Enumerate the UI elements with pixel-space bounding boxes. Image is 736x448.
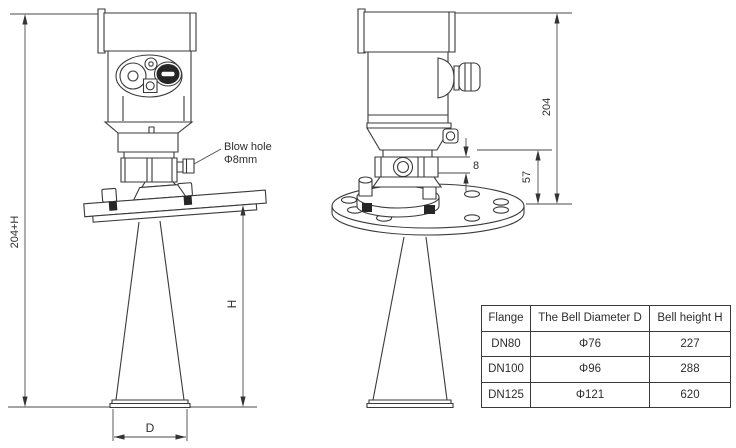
front-housing-cap <box>98 9 196 53</box>
dim-total-height-label: 204+H <box>9 216 21 249</box>
blow-hole-nozzle <box>177 162 183 172</box>
front-horn-antenna <box>110 221 190 408</box>
spec-header-bell-height: Bell height H <box>649 305 731 332</box>
front-housing-body <box>108 51 191 122</box>
dim-bell-height: H <box>225 205 246 407</box>
dim-flange-to-neck: 57 <box>477 150 572 204</box>
dim-total-height: 204+H <box>8 14 257 407</box>
dim-bell-height-label: H <box>225 300 239 309</box>
front-neck <box>105 122 194 182</box>
blow-hole-annotation: Blow hole Φ8mm <box>194 141 272 166</box>
spec-cell: 227 <box>649 330 731 357</box>
spec-header-flange: Flange <box>481 305 531 332</box>
spec-cell: Φ96 <box>530 356 650 383</box>
dim-housing-height: 204 <box>455 13 572 204</box>
cable-entry-boss <box>438 58 454 98</box>
spec-table-row-dn80: DN80 Φ76 227 <box>481 330 731 357</box>
blow-hole-annotation-line2: Φ8mm <box>224 154 257 166</box>
spec-table-row-dn100: DN100 Φ96 288 <box>481 356 731 383</box>
spec-cell: DN80 <box>481 330 531 357</box>
spec-cell: Φ76 <box>530 330 650 357</box>
cable-gland-icon <box>459 63 480 91</box>
spec-cell: DN100 <box>481 356 531 383</box>
dim-bell-diameter-label: D <box>146 421 155 435</box>
spec-table: Flange The Bell Diameter D Bell height H… <box>481 305 731 408</box>
blow-hole-annotation-line1: Blow hole <box>224 141 272 153</box>
spec-cell: 288 <box>649 356 731 383</box>
dim-blow-hole-gap: 8 <box>438 138 479 192</box>
spec-header-bell-diameter: The Bell Diameter D <box>530 305 650 332</box>
side-flange <box>332 177 524 235</box>
spec-cell: Φ121 <box>530 381 650 408</box>
side-horn-antenna <box>367 237 453 408</box>
dim-bell-diameter: D <box>113 409 187 441</box>
dim-flange-to-neck-label: 57 <box>521 171 533 183</box>
dim-housing-height-label: 204 <box>541 98 553 116</box>
front-flange-tilted <box>82 170 266 223</box>
spec-table-header-row: Flange The Bell Diameter D Bell height H <box>481 305 731 332</box>
front-view: 204+H <box>8 9 272 441</box>
spec-cell: 620 <box>649 381 731 408</box>
spec-cell: DN125 <box>481 381 531 408</box>
side-housing-cap <box>358 9 455 53</box>
side-housing-body <box>368 52 480 123</box>
spec-table-row-dn125: DN125 Φ121 620 <box>481 381 731 408</box>
side-view: 8 57 204 <box>332 9 572 408</box>
side-neck <box>367 123 458 187</box>
dim-blow-hole-gap-label: 8 <box>473 160 479 172</box>
